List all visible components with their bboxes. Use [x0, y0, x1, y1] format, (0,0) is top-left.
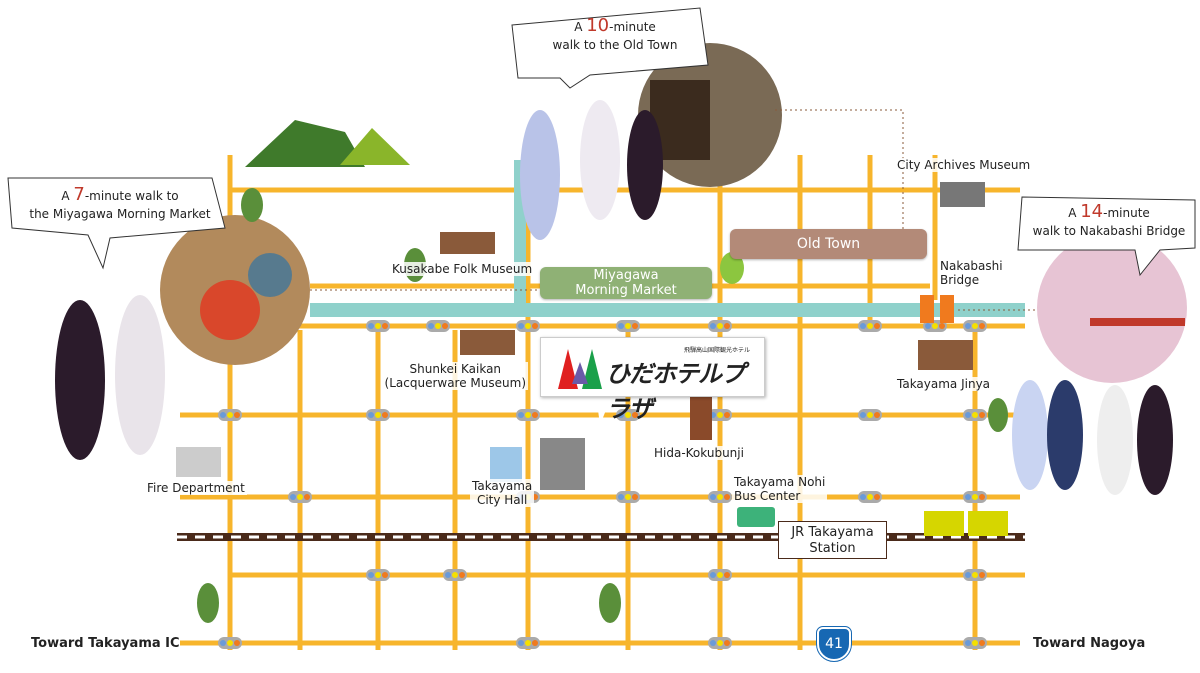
traffic-light-icon	[218, 409, 242, 421]
speech-bubbles	[7, 7, 1196, 425]
traffic-light-icon	[443, 569, 467, 581]
traffic-light-icon	[516, 320, 540, 332]
label-kusakabe: Kusakabe Folk Museum	[390, 262, 535, 276]
hotel-logo-sub: 飛騨高山国際観光ホテル	[683, 347, 750, 354]
yukata-people-right	[1012, 380, 1173, 495]
area-old-town[interactable]: Old Town	[730, 229, 927, 259]
label-archives: City Archives Museum	[895, 158, 1033, 172]
market-photo	[160, 215, 310, 365]
traffic-light-icon	[516, 409, 540, 421]
mountains-icon	[245, 120, 410, 167]
traffic-light-icon	[616, 320, 640, 332]
hotel-logo-mark	[558, 349, 602, 389]
traffic-light-icon	[708, 637, 732, 649]
bridge-icon	[920, 295, 954, 323]
traffic-light-icon	[858, 320, 882, 332]
bridge-photo	[1037, 233, 1187, 383]
yukata-people-top	[520, 100, 663, 240]
traffic-light-icon	[708, 409, 732, 421]
traffic-light-icon	[708, 320, 732, 332]
traffic-light-icon	[963, 491, 987, 503]
hotel-logo[interactable]: ひだホテルプラザ 飛騨高山国際観光ホテル	[540, 337, 765, 423]
toward-takayama-ic: Toward Takayama IC	[31, 636, 180, 651]
railway	[177, 533, 1025, 541]
oldtown-photo	[638, 43, 782, 187]
traffic-light-icon	[366, 569, 390, 581]
hotel-logo-text: ひだホテルプラザ	[606, 360, 745, 423]
yukata-people-left	[55, 295, 165, 460]
traffic-light-icon	[708, 569, 732, 581]
traffic-light-icon	[426, 320, 450, 332]
traffic-light-icon	[963, 569, 987, 581]
traffic-light-icon	[366, 320, 390, 332]
traffic-light-icon	[366, 409, 390, 421]
toward-nagoya: Toward Nagoya	[1033, 636, 1146, 651]
label-kokubunji: Hida-Kokubunji	[652, 446, 746, 460]
train-icon	[924, 511, 1008, 536]
bus-icon	[737, 507, 775, 527]
traffic-light-icon	[516, 637, 540, 649]
building-icons	[176, 182, 985, 490]
label-jinya: Takayama Jinya	[895, 377, 993, 391]
traffic-light-icon	[218, 637, 242, 649]
label-shunkei: Shunkei Kaikan(Lacquerware Museum)	[382, 362, 528, 390]
traffic-light-icon	[858, 491, 882, 503]
traffic-light-icon	[963, 409, 987, 421]
route-41-sign: 41	[816, 626, 852, 662]
river	[310, 303, 1025, 317]
traffic-light-icon	[708, 491, 732, 503]
traffic-light-icon	[963, 320, 987, 332]
traffic-light-icon	[616, 491, 640, 503]
label-fire: Fire Department	[145, 481, 247, 495]
walk-route-dotted	[310, 109, 1035, 311]
traffic-light-icon	[616, 409, 640, 421]
traffic-light-icon	[963, 637, 987, 649]
traffic-light-icon	[858, 409, 882, 421]
traffic-light-icon	[288, 491, 312, 503]
